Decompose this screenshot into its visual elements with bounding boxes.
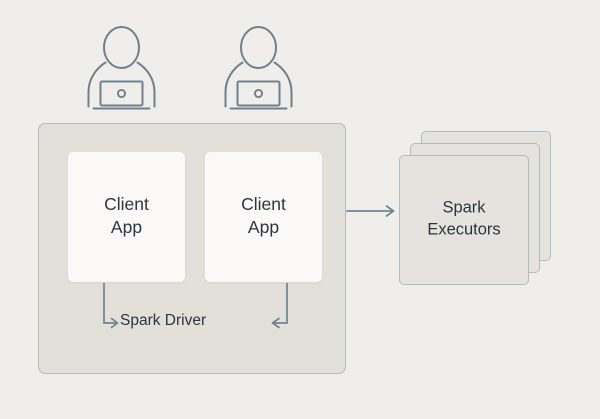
connector-driver-to-executors [346,205,395,217]
client-app-card-1[interactable]: Client App [68,152,185,282]
client-app-card-2[interactable]: Client App [205,152,322,282]
person-with-laptop-icon-left [87,26,156,110]
spark-executor-card-front[interactable]: Spark Executors [399,155,529,285]
connector-client-app-2-to-driver [271,283,288,329]
client-app-label-2: Client App [241,193,286,238]
client-app-label-1: Client App [104,193,149,238]
person-with-laptop-icon-right [224,26,293,110]
spark-executors-label: Spark Executors [427,198,501,239]
connector-client-app-1-to-driver [103,283,119,329]
